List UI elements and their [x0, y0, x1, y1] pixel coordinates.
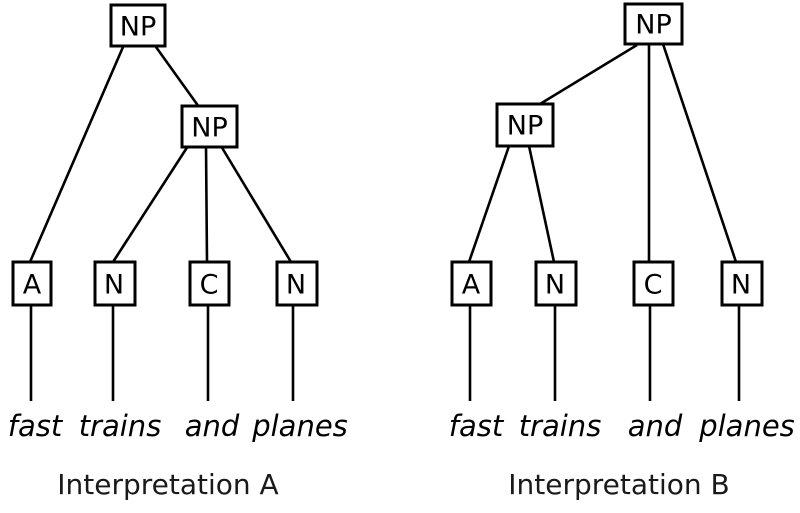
tree-a-caption: Interpretation A [57, 468, 278, 501]
tree-a-leaf-c-box [188, 260, 231, 307]
tree-b-root-box [623, 2, 684, 46]
tree-b-leaf-n2-box [720, 260, 764, 307]
tree-a-leaf-n1: N [93, 260, 137, 307]
tree-a-word-planes: planes [251, 409, 348, 443]
tree-b-leaf-a-box [450, 260, 493, 307]
tree-b-leaf-a: A [450, 260, 493, 307]
tree-b-leaf-n1-box [534, 260, 578, 307]
tree-a-edges [28, 46, 295, 401]
tree-a-word-and: and [185, 409, 240, 443]
tree-a-leaf-c-label: C [200, 270, 219, 301]
tree-a-word-trains: trains [79, 409, 162, 443]
tree-b-word-planes: planes [698, 409, 795, 443]
tree-b-leaf-n2-label: N [731, 270, 751, 301]
tree-b-root-node: NP [623, 2, 684, 46]
tree-a-words: fast trains and planes [8, 409, 348, 443]
tree-a-inner-box [180, 104, 239, 149]
tree-b-leaf-n1: N [534, 260, 578, 307]
tree-b-word-trains: trains [519, 409, 602, 443]
tree-a-leaf-n2: N [275, 260, 319, 307]
tree-a-leaf-a: A [11, 260, 53, 307]
tree-a-edge-inner-to-n2 [219, 145, 293, 263]
tree-b-leaf-n1-label: N [545, 270, 565, 301]
tree-b-inner-label: NP [507, 111, 543, 142]
tree-b-edge-inner-to-a [467, 145, 511, 263]
tree-b-leaf-c: C [632, 260, 675, 307]
tree-a-edge-root-to-inner-np [154, 46, 201, 108]
tree-a-edge-inner-to-c [204, 145, 209, 263]
tree-b-edge-root-to-inner-np [539, 43, 638, 106]
tree-a-leaf-n2-label: N [286, 270, 306, 301]
tree-b-word-fast: fast [449, 409, 505, 443]
tree-b-edge-inner-to-n1 [527, 145, 556, 263]
tree-a-edge-root-to-a [28, 46, 125, 263]
tree-a-edge-inner-to-n1 [111, 145, 190, 263]
tree-a-leaf-c: C [188, 260, 231, 307]
tree-a-leaf-n2-box [275, 260, 319, 307]
tree-b-words: fast trains and planes [449, 409, 795, 443]
tree-a-inner-node: NP [180, 104, 239, 149]
tree-a-leaf-a-box [11, 260, 53, 307]
tree-b-caption: Interpretation B [508, 468, 730, 501]
tree-b-root-label: NP [635, 10, 671, 41]
tree-b-edges [467, 43, 741, 401]
tree-a-leaf-n1-box [93, 260, 137, 307]
tree-b-leaf-c-label: C [644, 270, 663, 301]
tree-b-leaf-a-label: A [462, 270, 481, 301]
tree-a-root-label: NP [120, 12, 156, 43]
tree-b-inner-box [495, 102, 555, 148]
tree-b-inner-node: NP [495, 102, 555, 148]
tree-a: NP NP A N C N fast [8, 3, 348, 501]
tree-b-leaf-n2: N [720, 260, 764, 307]
tree-a-root-box [109, 3, 167, 48]
tree-a-leaf-n1-label: N [104, 270, 124, 301]
tree-a-word-fast: fast [8, 409, 64, 443]
tree-b-word-and: and [628, 409, 683, 443]
tree-a-leaf-a-label: A [23, 270, 42, 301]
tree-a-root-node: NP [109, 3, 167, 48]
tree-b-edge-root-to-n2 [661, 43, 738, 263]
tree-b: NP NP A N C N fast [449, 2, 795, 501]
tree-a-inner-label: NP [191, 113, 227, 144]
tree-b-leaf-c-box [632, 260, 675, 307]
